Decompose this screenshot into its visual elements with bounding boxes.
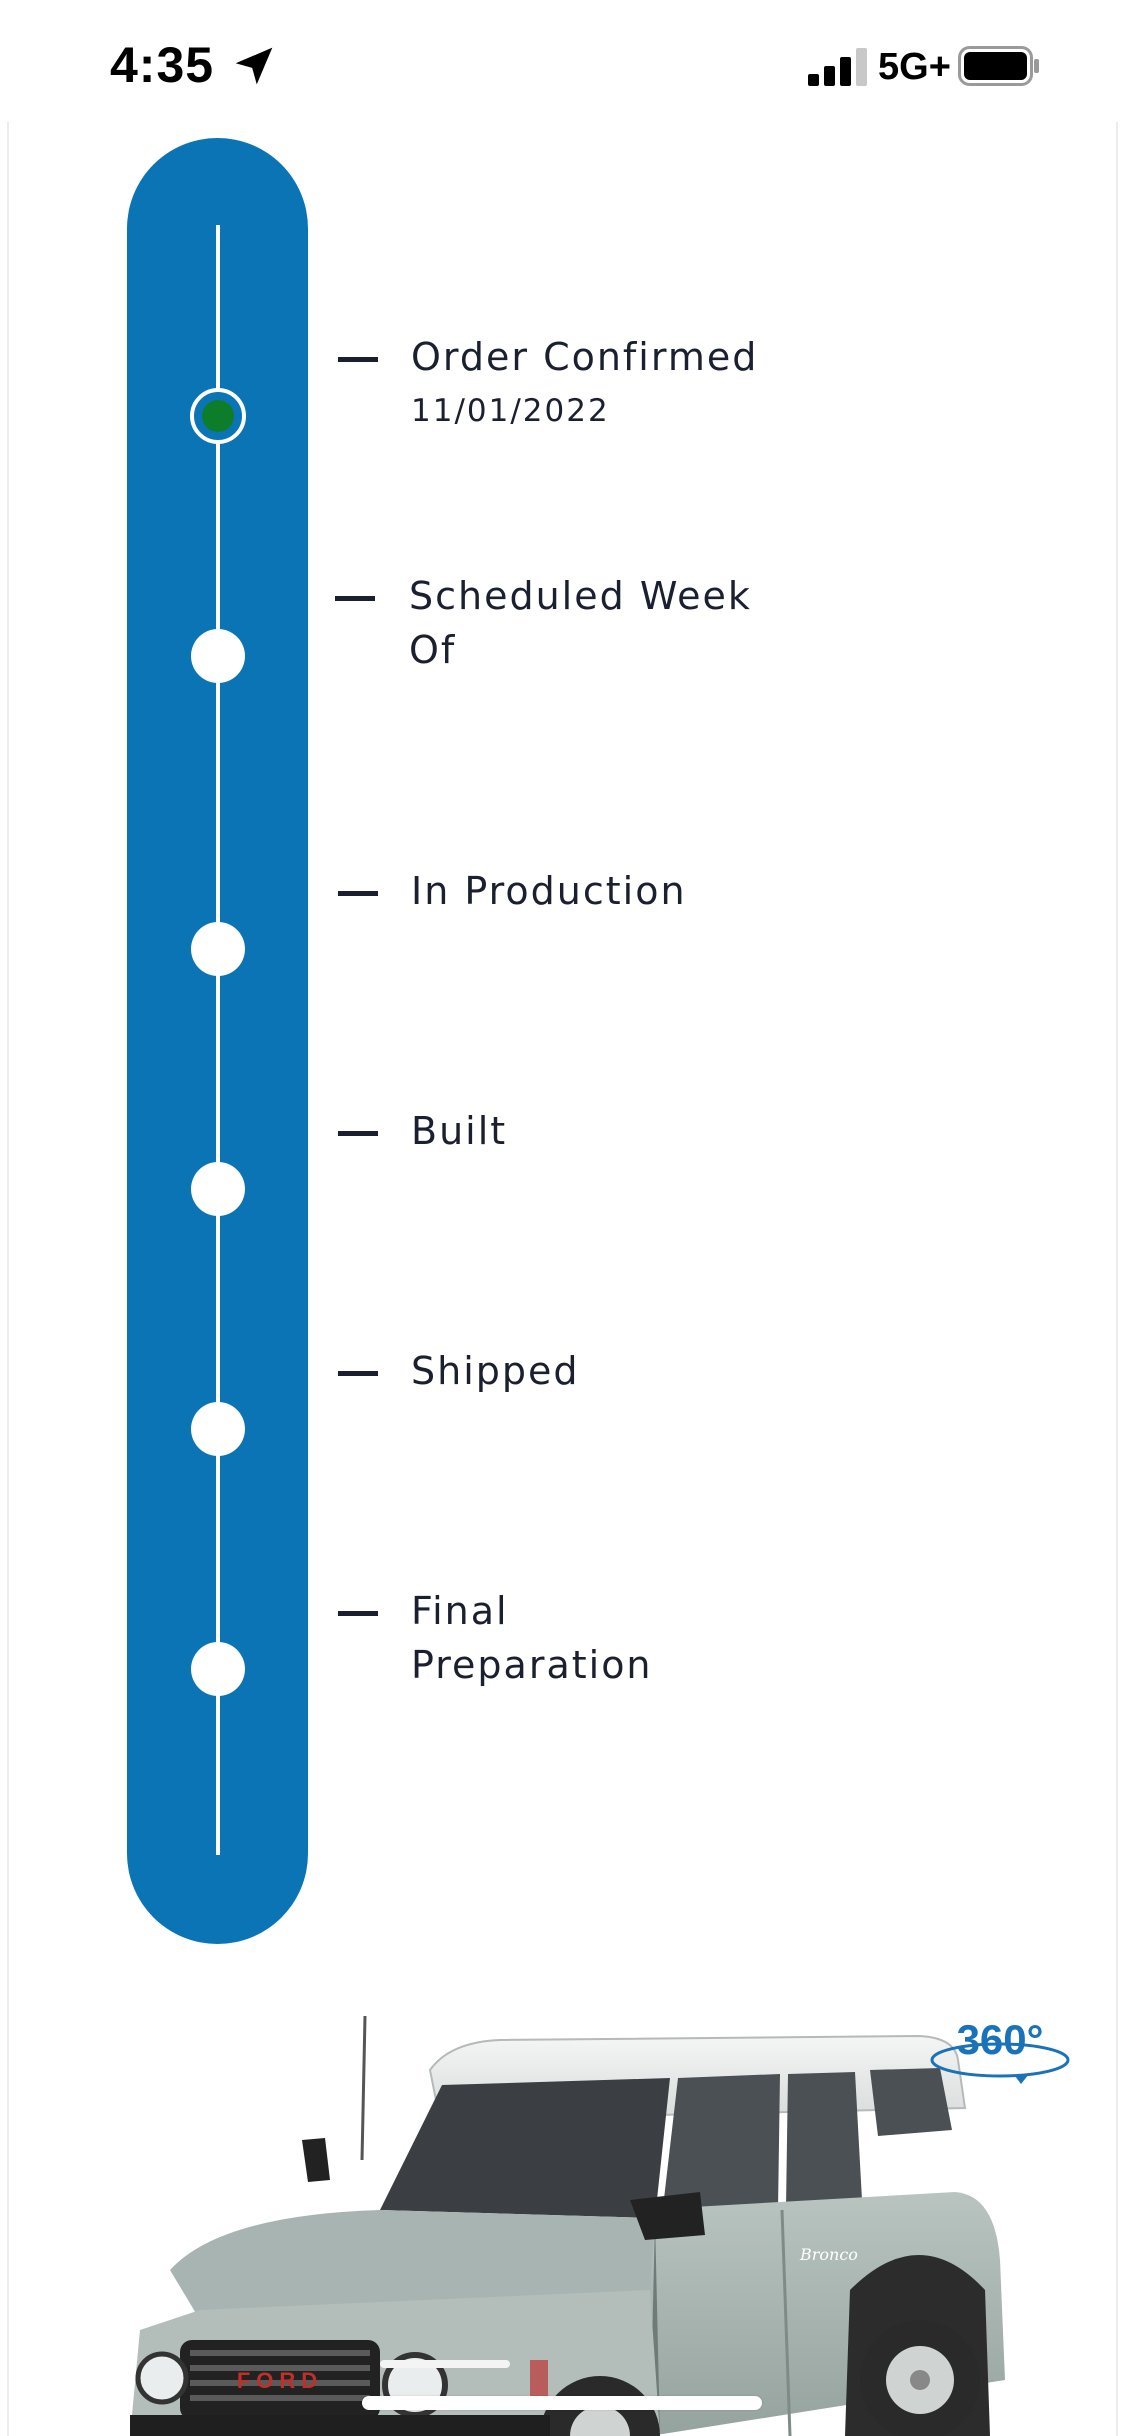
step-dot-in-production: [191, 922, 245, 976]
step-dash: [338, 1611, 378, 1616]
model-badge: Bronco: [799, 2245, 858, 2264]
step-label-order-confirmed: Order Confirmed: [411, 335, 759, 379]
step-dash: [335, 596, 375, 601]
step-dash: [338, 357, 378, 362]
step-active-indicator: [202, 400, 234, 432]
step-label-scheduled-week-of: Scheduled Week Of: [409, 574, 752, 672]
step-label-in-production: In Production: [411, 869, 687, 913]
status-bar: 4:35 5G+: [0, 0, 1125, 122]
step-dash: [338, 1131, 378, 1136]
location-arrow-icon: [235, 47, 273, 85]
vehicle-image: FORD Bronco: [130, 2015, 1005, 2436]
home-indicator[interactable]: [362, 2396, 762, 2410]
rotate-360-icon: [930, 2042, 1070, 2084]
step-label-shipped: Shipped: [411, 1349, 580, 1393]
step-dot-scheduled-week-of: [191, 629, 245, 683]
vehicle-viewer[interactable]: FORD Bronco: [50, 1960, 1060, 2436]
view-360-button[interactable]: 360°: [925, 2010, 1075, 2090]
signal-icon: [808, 48, 867, 86]
battery-icon: [958, 46, 1039, 86]
step-dot-shipped: [191, 1402, 245, 1456]
step-dash: [338, 891, 378, 896]
status-time: 4:35: [110, 37, 215, 93]
grille-lettering: FORD: [237, 2368, 323, 2393]
step-dash: [338, 1371, 378, 1376]
step-label-final-preparation: Final Preparation: [411, 1589, 653, 1687]
timeline-line: [216, 225, 220, 1855]
step-label-built: Built: [411, 1109, 508, 1153]
step-dot-final-preparation: [191, 1642, 245, 1696]
step-dot-order-confirmed: [190, 388, 246, 444]
view-360-label: 360°: [956, 2016, 1044, 2063]
network-label: 5G+: [878, 46, 951, 88]
step-dot-built: [191, 1162, 245, 1216]
step-date-order-confirmed: 11/01/2022: [411, 393, 610, 429]
